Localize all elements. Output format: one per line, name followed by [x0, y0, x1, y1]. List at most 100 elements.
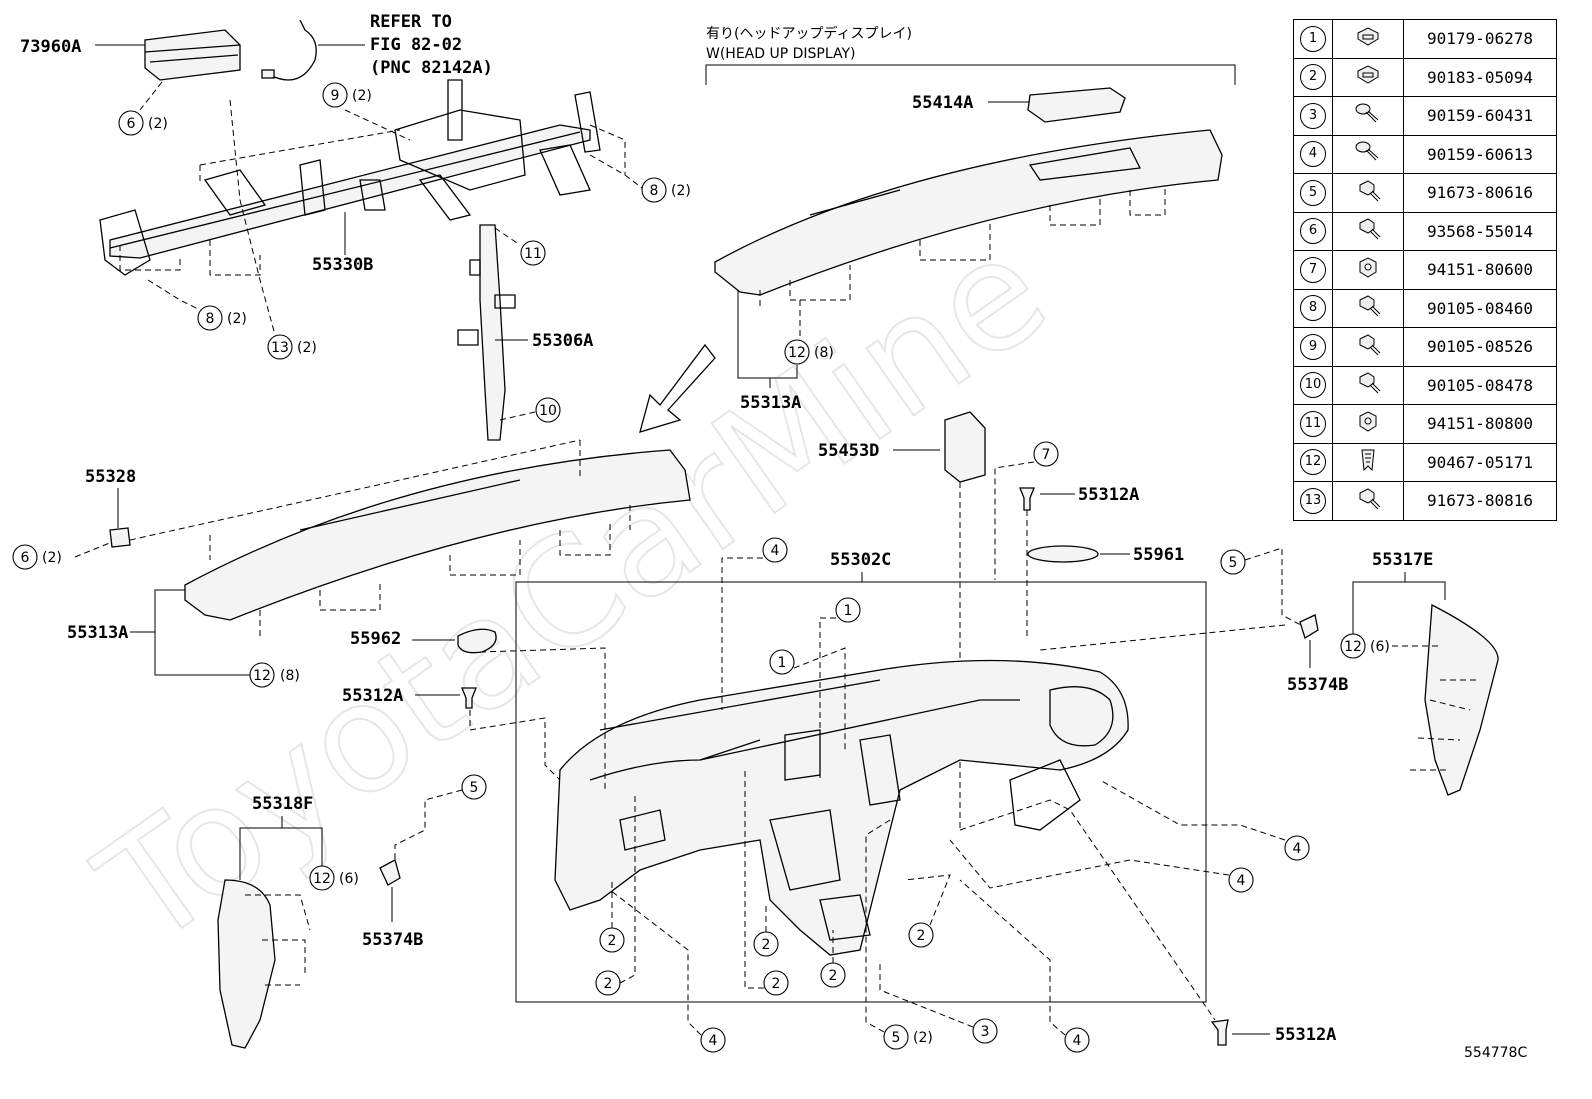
legend-part-number: 90179-06278	[1403, 19, 1557, 59]
part-label-55313A-left: 55313A	[67, 623, 128, 643]
bolt-icon	[1354, 371, 1382, 394]
callout-5-right: 5	[1220, 549, 1246, 575]
bolt-icon	[1354, 179, 1382, 202]
legend-ref-number: 9	[1300, 333, 1326, 360]
part-label-55313A-top: 55313A	[740, 393, 801, 413]
svg-text:9: 9	[331, 88, 340, 104]
callout-2-d: 2	[763, 970, 789, 996]
fastener-55312A-top-drawing	[1019, 487, 1035, 511]
callout-5-bottom: 5 (2)	[883, 1024, 933, 1050]
svg-text:2: 2	[772, 976, 781, 992]
svg-text:(2): (2)	[148, 116, 168, 132]
callout-1-a: 1	[835, 597, 861, 623]
legend-ref-number: 3	[1300, 102, 1326, 129]
svg-text:7: 7	[1042, 447, 1051, 463]
callout-2-f: 2	[908, 922, 934, 948]
legend-part-number: 94151-80600	[1403, 250, 1557, 290]
instrument-panel-frame-box	[515, 581, 1207, 1003]
svg-text:2: 2	[829, 968, 838, 984]
legend-part-number: 91673-80816	[1403, 481, 1557, 521]
callout-4-b2: 4	[1064, 1027, 1090, 1053]
callout-3: 3	[972, 1018, 998, 1044]
legend-part-number: 90183-05094	[1403, 57, 1557, 97]
callout-12-top: 12 (8)	[784, 339, 834, 365]
legend-ref-number: 7	[1300, 256, 1326, 283]
side-cover-left-drawing	[217, 879, 276, 1049]
legend-part-number: 90159-60613	[1403, 134, 1557, 174]
clip-nut-icon	[1354, 63, 1382, 84]
bolt-icon	[1354, 487, 1382, 510]
svg-text:12: 12	[1344, 639, 1362, 655]
clip-icon	[1354, 448, 1382, 472]
part-label-55312A-bottom: 55312A	[1275, 1025, 1336, 1045]
legend-ref-number: 4	[1300, 141, 1326, 168]
instrument-panel-drawing	[554, 659, 1129, 956]
callout-12-left: 12 (8)	[249, 662, 300, 688]
svg-text:11: 11	[524, 246, 542, 262]
part-label-55374B-right: 55374B	[1287, 675, 1348, 695]
legend-ref-number: 5	[1300, 179, 1326, 206]
legend-row: 6 93568-55014	[1293, 211, 1557, 251]
svg-text:12: 12	[313, 871, 331, 887]
callout-11: 11	[520, 240, 546, 266]
callout-4-a: 4	[762, 537, 788, 563]
legend-part-number: 90105-08460	[1403, 288, 1557, 328]
legend-part-number: 93568-55014	[1403, 211, 1557, 251]
part-label-55414A: 55414A	[912, 93, 973, 113]
part-label-55961: 55961	[1133, 545, 1184, 565]
screw-icon	[1354, 102, 1382, 123]
side-cover-right-drawing	[1424, 603, 1499, 796]
svg-text:4: 4	[709, 1033, 718, 1049]
callout-7: 7	[1033, 441, 1059, 467]
legend-ref-number: 12	[1300, 449, 1326, 476]
callout-4-r1: 4	[1284, 835, 1310, 861]
callout-2-e: 2	[820, 962, 846, 988]
wire-harness-drawing	[269, 19, 317, 81]
svg-text:(6): (6)	[339, 871, 359, 887]
bolt-icon	[1354, 333, 1382, 356]
hud-note-en: W(HEAD UP DISPLAY)	[706, 46, 856, 62]
direction-arrow	[639, 343, 716, 433]
part-label-55306A: 55306A	[532, 331, 593, 351]
legend-part-number: 91673-80616	[1403, 173, 1557, 213]
svg-text:5: 5	[470, 780, 479, 796]
callout-2-b: 2	[595, 970, 621, 996]
refer-note-line3: (PNC 82142A)	[370, 58, 493, 78]
part-label-55962: 55962	[350, 629, 401, 649]
svg-text:2: 2	[917, 928, 926, 944]
bolt-icon	[1354, 217, 1382, 240]
brace-drawing	[479, 224, 506, 441]
legend-ref-number: 6	[1300, 218, 1326, 245]
bracket-55374B-left-drawing	[379, 859, 401, 886]
callout-9: 9 (2)	[322, 82, 372, 108]
legend-ref-number: 11	[1300, 410, 1326, 437]
svg-text:12: 12	[253, 668, 271, 684]
part-label-55318F: 55318F	[252, 794, 313, 814]
svg-text:(8): (8)	[280, 668, 300, 684]
legend-ref-number: 13	[1300, 487, 1326, 514]
callout-8-bottom: 8 (2)	[197, 305, 247, 331]
part-label-73960A: 73960A	[20, 37, 81, 57]
legend-row: 5 91673-80616	[1293, 173, 1557, 213]
airbag-module-drawing	[144, 29, 241, 81]
legend-row: 4 90159-60613	[1293, 134, 1557, 174]
legend-ref-number: 10	[1300, 372, 1326, 399]
callout-4-r2: 4	[1228, 867, 1254, 893]
screw-icon	[1354, 140, 1382, 161]
bolt-icon	[1354, 294, 1382, 317]
part-label-55453D: 55453D	[818, 441, 879, 461]
svg-text:12: 12	[788, 345, 806, 361]
legend-part-number: 90105-08526	[1403, 327, 1557, 367]
bracket-55374B-right-drawing	[1299, 614, 1319, 639]
svg-text:1: 1	[778, 655, 787, 671]
legend-part-number: 90467-05171	[1403, 442, 1557, 482]
svg-text:(2): (2)	[352, 88, 372, 104]
fastener-55312A-mid-drawing	[461, 687, 477, 709]
diagram-id: 554778C	[1464, 1045, 1527, 1061]
